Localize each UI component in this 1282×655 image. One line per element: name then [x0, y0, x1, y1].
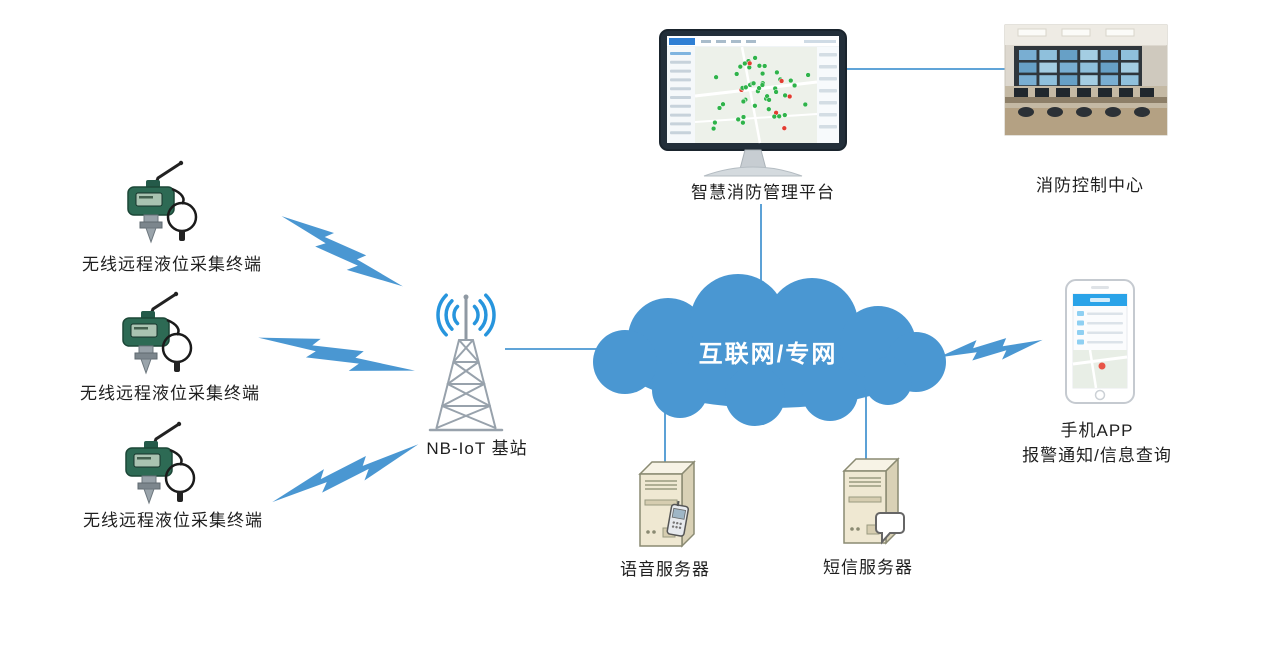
app-map — [1073, 350, 1127, 388]
label-sensor-terminal-2: 无线远程液位采集终端 — [80, 384, 260, 403]
phone-speaker — [1091, 286, 1109, 289]
lightning-bolt-phone — [936, 333, 1045, 367]
handset-phone-icon — [666, 500, 690, 537]
control-room-photo — [1004, 24, 1168, 136]
label-mobile-app-functions: 报警通知/信息查询 — [1022, 446, 1172, 465]
level-sensor-icon-2 — [121, 290, 193, 375]
office-chairs — [1018, 107, 1150, 117]
mobile-app-phone — [1065, 279, 1135, 404]
phone-home-button — [1094, 389, 1106, 401]
map-device-dots — [710, 55, 811, 132]
speech-bubble-icon — [875, 512, 905, 545]
label-sensor-terminal-3: 无线远程液位采集终端 — [83, 511, 263, 530]
map-pin-icon — [1098, 362, 1106, 370]
platform-logo — [669, 38, 695, 45]
label-sms-server: 短信服务器 — [823, 558, 913, 577]
internet-cloud-shape — [593, 274, 946, 426]
platform-right-panel — [817, 47, 839, 143]
sms-server-icon — [843, 458, 905, 545]
label-nbiot-base-station: NB-IoT 基站 — [426, 439, 528, 458]
label-smart-fire-platform: 智慧消防管理平台 — [691, 183, 835, 202]
nbiot-base-station-icon — [428, 293, 504, 432]
lightning-bolt-sensor2 — [255, 323, 417, 387]
app-list-rows — [1077, 311, 1123, 345]
level-sensor-icon-3 — [124, 420, 196, 505]
label-internet-cloud: 互联网/专网 — [698, 341, 838, 368]
label-fire-control-center: 消防控制中心 — [1036, 176, 1144, 195]
platform-monitor — [659, 29, 847, 177]
label-mobile-app: 手机APP — [1060, 421, 1134, 440]
voice-server-icon — [639, 461, 695, 547]
label-sensor-terminal-1: 无线远程液位采集终端 — [82, 255, 262, 274]
label-voice-server: 语音服务器 — [620, 560, 710, 579]
level-sensor-icon-1 — [126, 159, 198, 244]
radio-waves-icon — [436, 293, 496, 337]
